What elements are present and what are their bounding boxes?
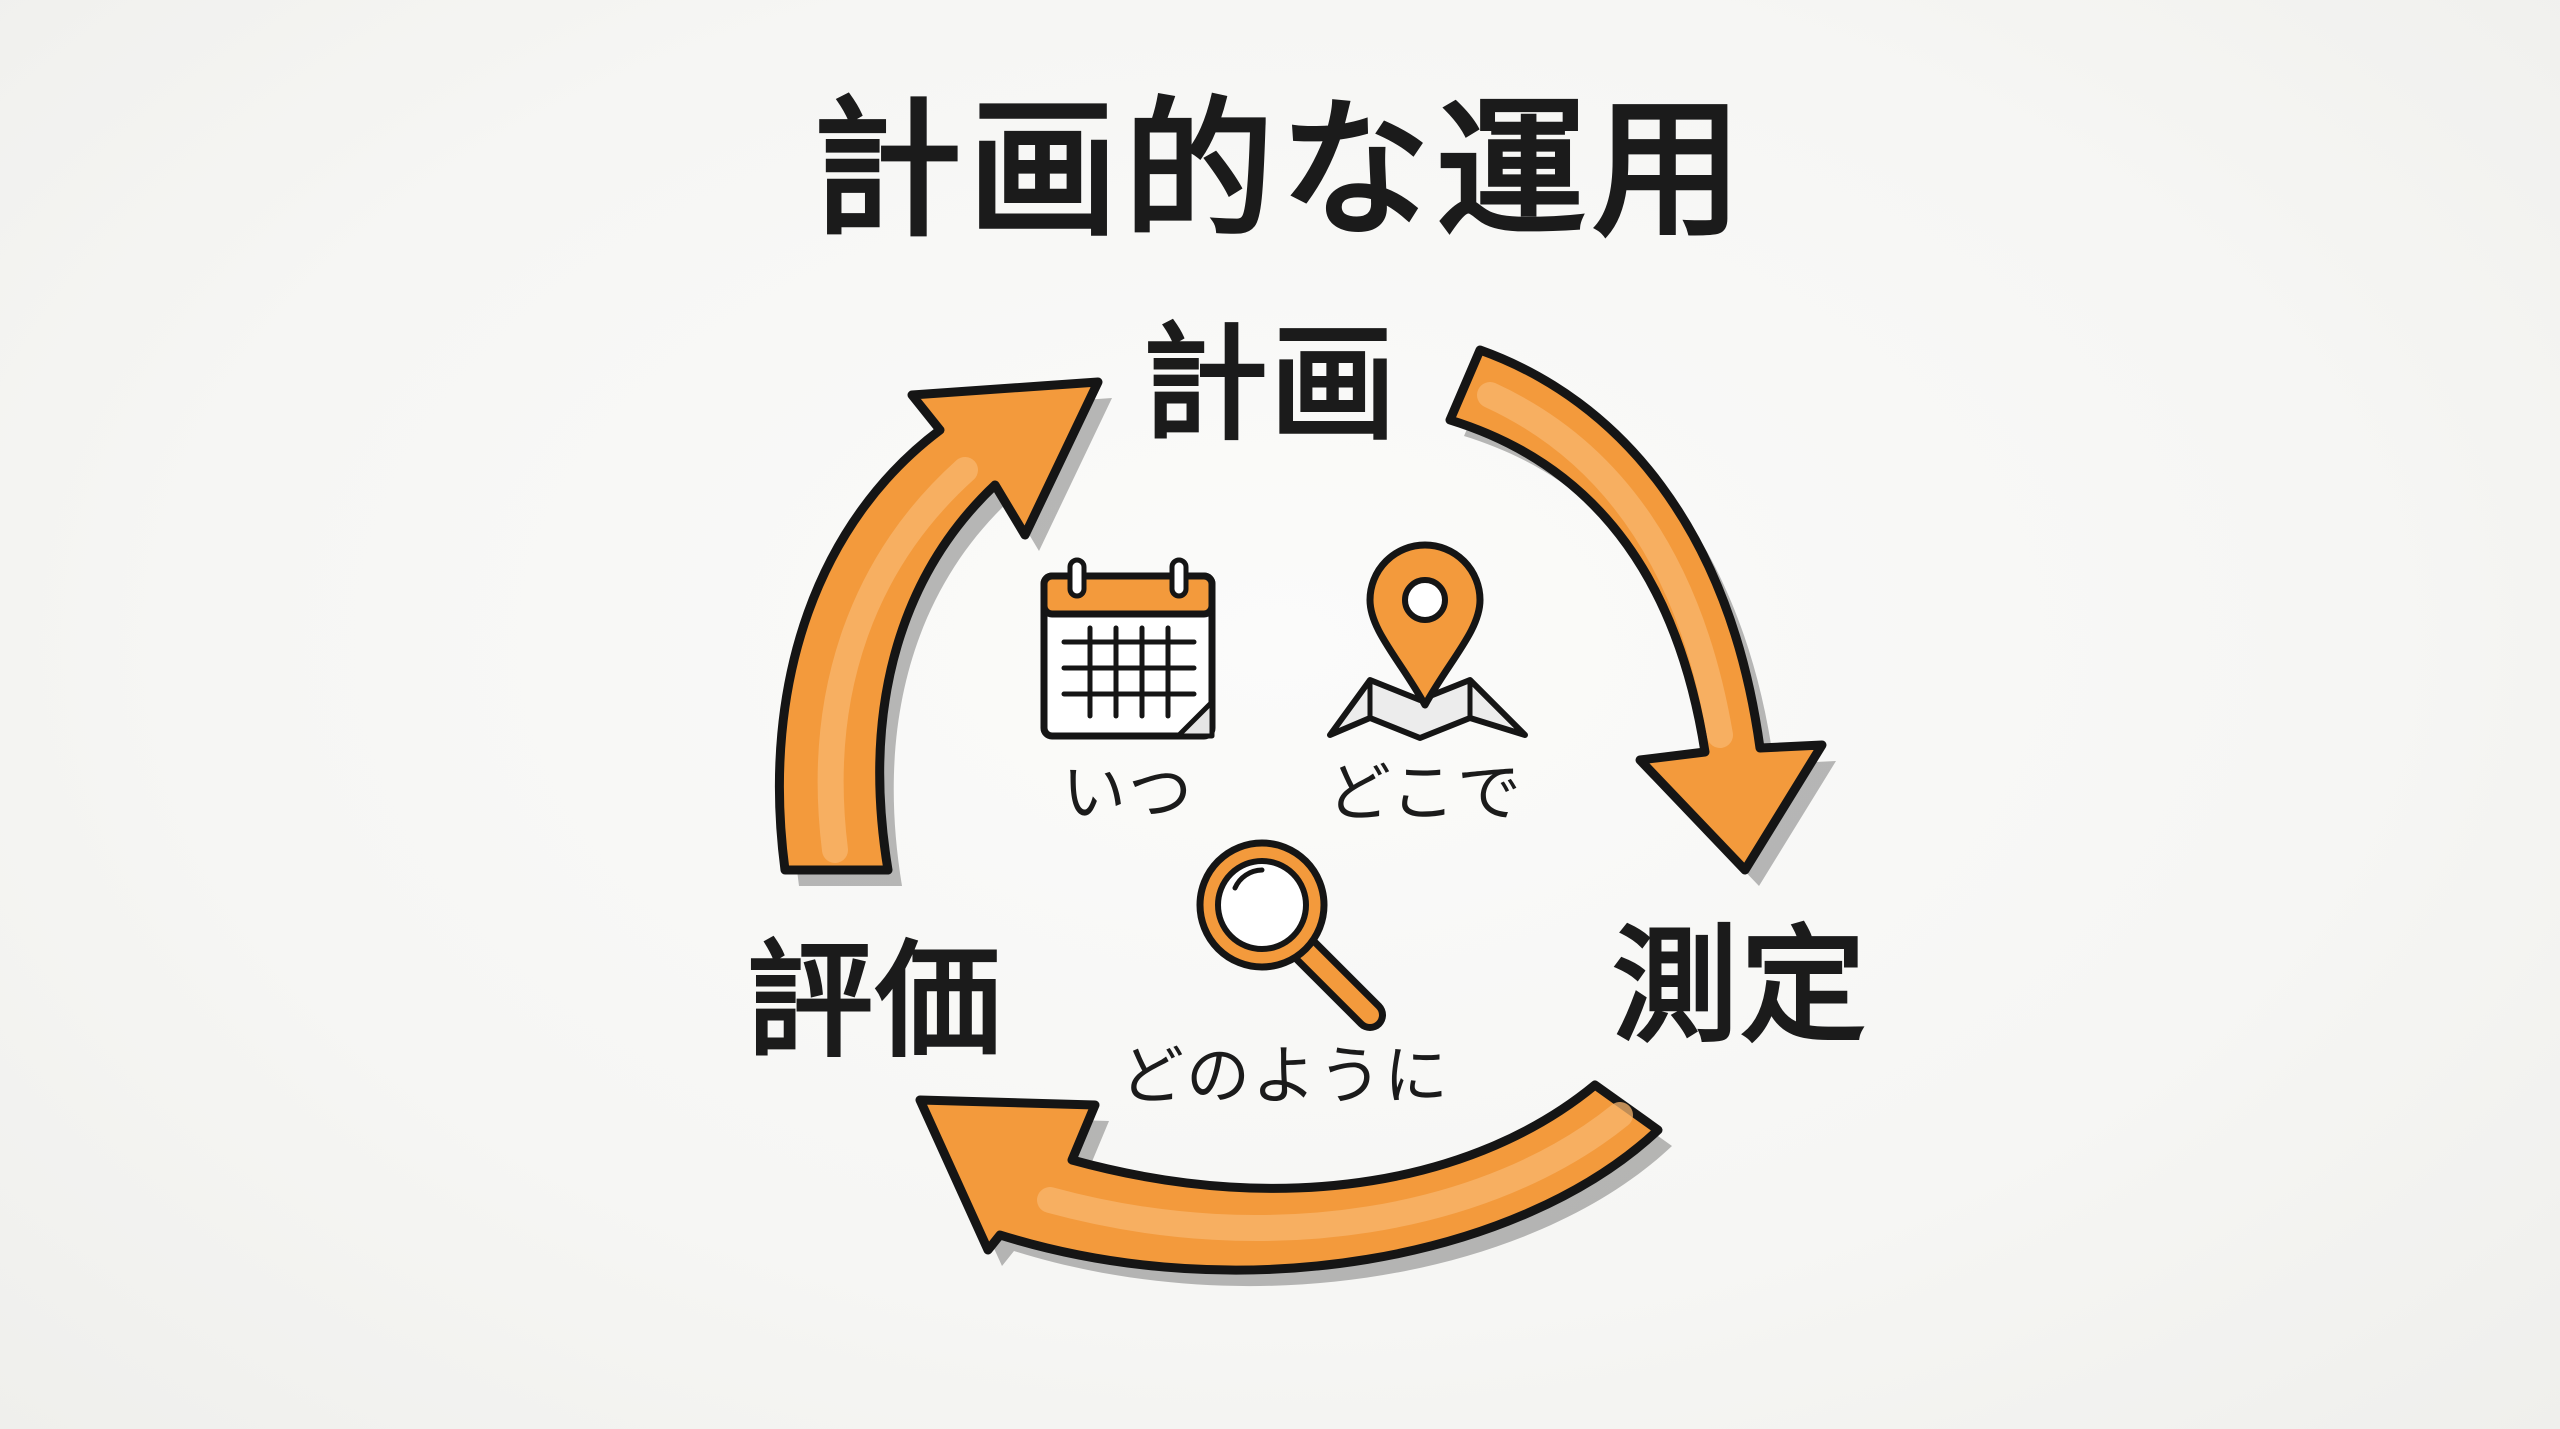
stage-label-evaluate: 評価 [747,928,1003,1075]
diagram-title: 計画的な運用 [812,84,1748,258]
arrow-measure-to-evaluate [915,1080,1672,1287]
stage-label-measure: 測定 [1612,913,1868,1060]
arrow-plan-to-measure [1445,345,1836,886]
calendar-icon [1040,557,1216,740]
arrow-evaluate-to-plan [775,377,1112,886]
label-where: どこで [1327,757,1523,831]
stage-label-plan: 計画 [1142,311,1398,458]
map-pin-icon [1327,541,1528,741]
label-when: いつ [1062,757,1194,831]
magnifier-icon [1196,839,1386,1031]
label-how: どのように [1120,1040,1450,1114]
